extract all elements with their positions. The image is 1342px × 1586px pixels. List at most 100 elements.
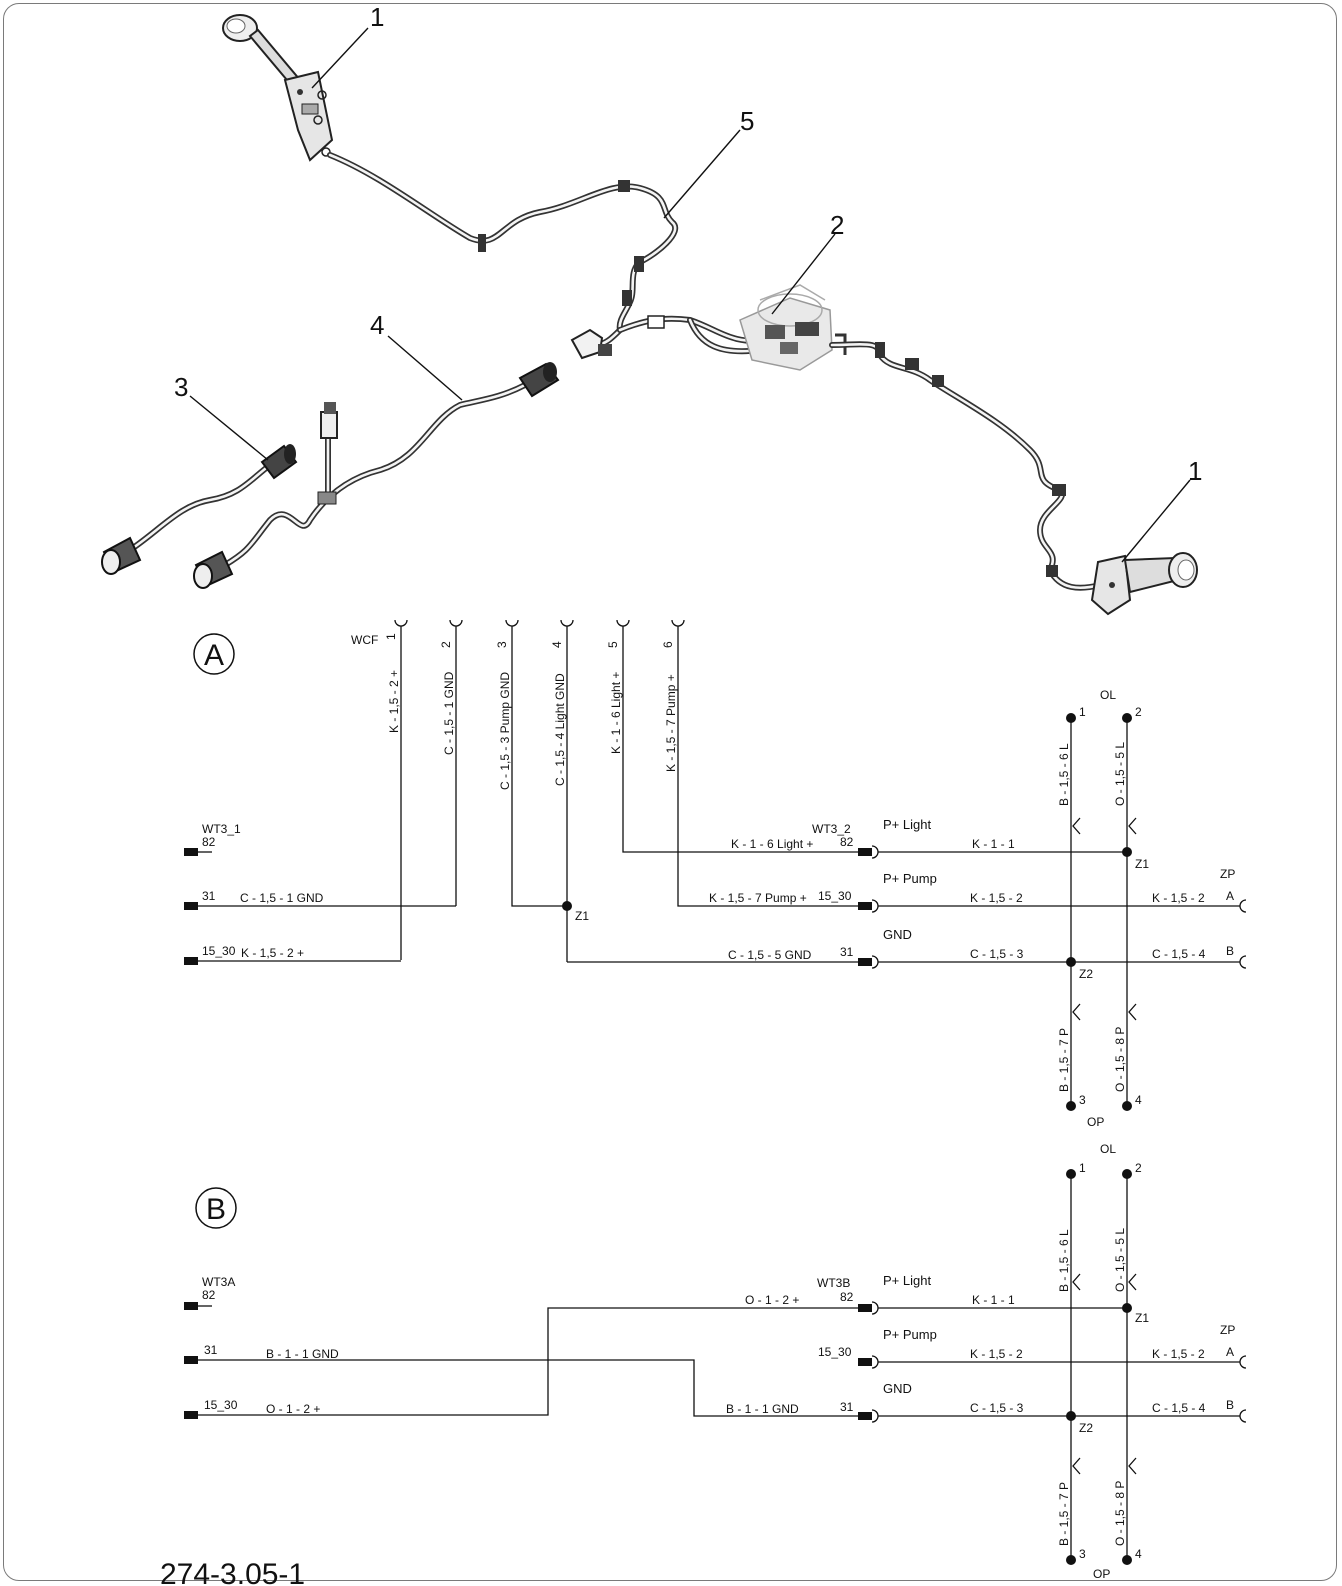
part-label-2: 2 (830, 210, 844, 240)
wt3-2-terminals (858, 845, 879, 969)
schematic-b: B WT3A 82 31 B - 1 - 1 GND 15_30 O - 1 -… (184, 1142, 1247, 1581)
wt3-2-pin-31: 31 (840, 945, 854, 959)
wire-label: K - 1,5 - 2 (1152, 891, 1205, 905)
function-label-light: P+ Light (883, 1273, 931, 1288)
wt3b-connector-name: WT3B (817, 1276, 850, 1290)
drawing-number: 274-3.05-1 (160, 1558, 305, 1586)
ol-pin-2: 2 (1135, 705, 1142, 719)
wire-label: K - 1,5 - 2 (1152, 1347, 1205, 1361)
wt3-1-pin-15-30: 15_30 (202, 944, 236, 958)
ol-connector-name: OL (1100, 1142, 1116, 1156)
wt3-1-pin-31: 31 (202, 889, 216, 903)
wt3b-pin-82: 82 (840, 1290, 854, 1304)
zp-pin-b: B (1226, 1398, 1234, 1412)
splice-z2-label: Z2 (1079, 967, 1093, 981)
splice-z1-label: Z1 (575, 909, 589, 923)
function-label-light: P+ Light (883, 817, 931, 832)
wire-label: B - 1 - 1 GND (266, 1347, 339, 1361)
wcf-pin-3: 3 (495, 641, 509, 648)
wt3a-pin-31: 31 (204, 1343, 218, 1357)
part-label-1-top: 1 (370, 2, 384, 32)
part-label-5: 5 (740, 106, 754, 136)
wt3-2-pin-15-30: 15_30 (818, 889, 852, 903)
schematic-a-label: A (204, 639, 224, 672)
op-connector-name: OP (1087, 1115, 1104, 1129)
control-unit-icon (739, 284, 847, 371)
wcf-pin-2: 2 (439, 641, 453, 648)
wire-label: B - 1 - 1 GND (726, 1402, 799, 1416)
op-pin-3: 3 (1079, 1547, 1086, 1561)
wt3a-pin-82: 82 (202, 1288, 216, 1302)
wire-label: K - 1 - 1 (972, 837, 1015, 851)
wire-label-vertical: O - 1,5 - 8 P (1113, 1481, 1127, 1546)
wt3-2-pin-82: 82 (840, 835, 854, 849)
wire-label: K - 1 - 6 Light + (731, 837, 813, 851)
wire-label: K - 1,5 - 2 (970, 891, 1023, 905)
part-label-3: 3 (174, 372, 188, 402)
function-label-gnd: GND (883, 1381, 912, 1396)
wire-label: K - 1,5 - 7 Pump + (709, 891, 807, 905)
wcf-pin-5: 5 (606, 641, 620, 648)
wire-label: K - 1 - 1 (972, 1293, 1015, 1307)
wire-label-vertical: C - 1,5 - 4 Light GND (553, 673, 567, 786)
wcf-pin-6: 6 (661, 641, 675, 648)
wt3b-terminals (858, 1301, 879, 1423)
wt3a-pin-15-30: 15_30 (204, 1398, 238, 1412)
cable-3-socket-icon (101, 536, 142, 575)
wire-label-vertical: C - 1,5 - 3 Pump GND (498, 672, 512, 790)
op-connector-name: OP (1093, 1567, 1110, 1581)
wire-label-vertical: O - 1,5 - 5 L (1113, 742, 1127, 806)
zp-connector-name: ZP (1220, 867, 1235, 881)
wt3-1-pin-82: 82 (202, 835, 216, 849)
wire-label-vertical: K - 1,5 - 2 + (387, 670, 401, 733)
zp-connector-name: ZP (1220, 1323, 1235, 1337)
wire-label-vertical: B - 1,5 - 6 L (1057, 1229, 1071, 1292)
op-pin-4: 4 (1135, 1547, 1142, 1561)
t-connector-icon (317, 402, 338, 505)
harness-illustration: 1 5 2 4 3 1 (101, 2, 1202, 616)
wt3-2-connector-name: WT3_2 (812, 822, 851, 836)
wire-label-vertical: O - 1,5 - 8 P (1113, 1027, 1127, 1092)
wire-label: K - 1,5 - 2 (970, 1347, 1023, 1361)
wire-label-vertical: B - 1,5 - 6 L (1057, 743, 1071, 806)
wcf-pins (394, 619, 858, 962)
wt3-1-connector-name: WT3_1 (202, 822, 241, 836)
wt3a-connector-name: WT3A (202, 1275, 235, 1289)
op-pin-3: 3 (1079, 1093, 1086, 1107)
wire-label: O - 1 - 2 + (745, 1293, 799, 1307)
sheet-frame (3, 3, 1337, 1581)
wire-label: C - 1,5 - 3 (970, 947, 1024, 961)
cable-3-plug-icon (260, 444, 298, 480)
part-label-1-right: 1 (1188, 456, 1202, 486)
wire-label-vertical: O - 1,5 - 5 L (1113, 1228, 1127, 1292)
wire-label-vertical: K - 1 - 6 Light + (609, 672, 623, 754)
schematic-b-label: B (206, 1193, 226, 1226)
socket-icon (193, 550, 234, 589)
wt3b-pin-15-30: 15_30 (818, 1345, 852, 1359)
wire-label-vertical: K - 1,5 - 7 Pump + (664, 674, 678, 772)
part-label-4: 4 (370, 310, 384, 340)
splice-z1-label: Z1 (1135, 1311, 1149, 1325)
ol-pin-1: 1 (1079, 705, 1086, 719)
function-label-pump: P+ Pump (883, 871, 937, 886)
wire-label: C - 1,5 - 4 (1152, 947, 1206, 961)
function-label-pump: P+ Pump (883, 1327, 937, 1342)
wcf-pin-1: 1 (384, 633, 398, 640)
adapter-plug-icon (518, 362, 560, 398)
zp-pin-a: A (1226, 1345, 1234, 1359)
schematic-a: A WCF 1 2 3 4 5 6 K - 1,5 - 2 + C - 1,5 … (184, 619, 1247, 1129)
rear-lamp-left-icon (222, 14, 334, 162)
wire-label: C - 1,5 - 4 (1152, 1401, 1206, 1415)
wcf-pin-4: 4 (550, 641, 564, 648)
wire-label-vertical: B - 1,5 - 7 P (1057, 1482, 1071, 1546)
branch-connector-icon (570, 328, 612, 360)
wire-label: C - 1,5 - 3 (970, 1401, 1024, 1415)
rear-lamp-right-icon (1090, 552, 1198, 616)
wire-label-vertical: C - 1,5 - 1 GND (442, 671, 456, 755)
ol-pin-2: 2 (1135, 1161, 1142, 1175)
wire-label: C - 1,5 - 1 GND (240, 891, 324, 905)
wire-label-vertical: B - 1,5 - 7 P (1057, 1028, 1071, 1092)
zp-pin-a: A (1226, 889, 1234, 903)
